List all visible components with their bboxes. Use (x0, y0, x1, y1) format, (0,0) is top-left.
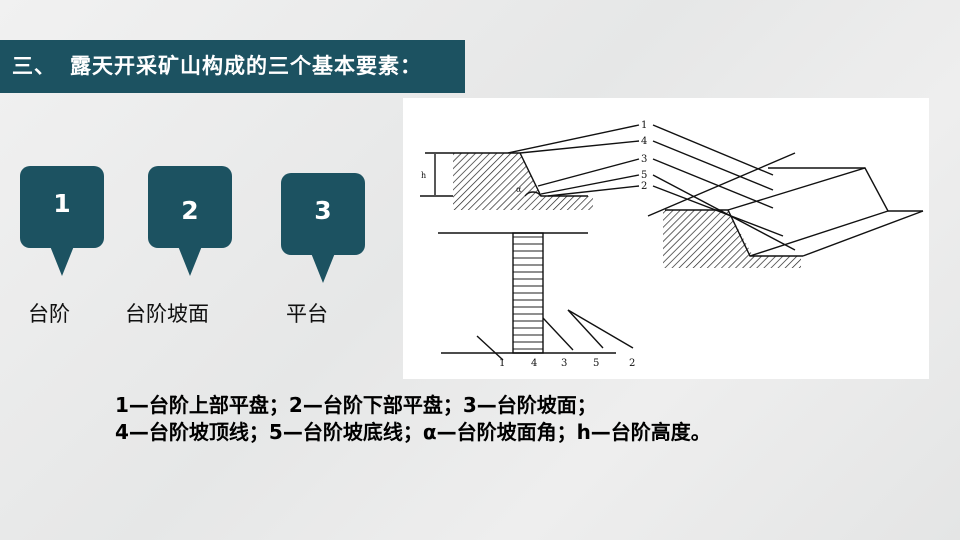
section-title-text: 露天开采矿山构成的三个基本要素： (70, 54, 422, 78)
callout-number: 1 (53, 189, 71, 218)
section-title: 三、露天开采矿山构成的三个基本要素： (0, 40, 465, 93)
plan-label-3: 3 (561, 358, 567, 369)
callout-pointer-icon (311, 253, 335, 283)
callout-label-1: 台阶 (28, 302, 70, 326)
diagram-label-1: 1 (641, 120, 647, 131)
angle-label: α (516, 185, 522, 194)
bench-diagram: 1 4 3 5 2 h α 1 4 3 5 2 (403, 98, 929, 379)
plan-label-5: 5 (593, 358, 599, 369)
callout-2: 2 (148, 166, 232, 276)
callout-number: 2 (181, 196, 199, 225)
plan-label-1: 1 (499, 358, 505, 369)
callout-label-2: 台阶坡面 (125, 302, 209, 326)
callout-3: 3 (281, 173, 365, 283)
diagram-label-5: 5 (641, 170, 647, 181)
callout-number: 3 (314, 196, 332, 225)
callout-1: 1 (20, 166, 104, 276)
plan-label-2: 2 (629, 358, 635, 369)
height-label: h (421, 171, 426, 180)
plan-label-4: 4 (531, 358, 537, 369)
caption-line-1: 1—台阶上部平盘；2—台阶下部平盘；3—台阶坡面； (115, 393, 597, 417)
diagram-label-2: 2 (641, 181, 647, 192)
callout-label-3: 平台 (286, 302, 328, 326)
diagram-label-4: 4 (641, 136, 647, 147)
diagram-label-3: 3 (641, 154, 647, 165)
callout-pointer-icon (178, 246, 202, 276)
diagram-caption: 1—台阶上部平盘；2—台阶下部平盘；3—台阶坡面； 4—台阶坡顶线；5—台阶坡底… (115, 392, 711, 446)
bench-diagram-drawing: 1 4 3 5 2 h α 1 4 3 5 2 (420, 120, 924, 369)
caption-line-2: 4—台阶坡顶线；5—台阶坡底线；α—台阶坡面角；h—台阶高度。 (115, 420, 711, 444)
callout-pointer-icon (50, 246, 74, 276)
section-number: 三、 (12, 54, 56, 78)
